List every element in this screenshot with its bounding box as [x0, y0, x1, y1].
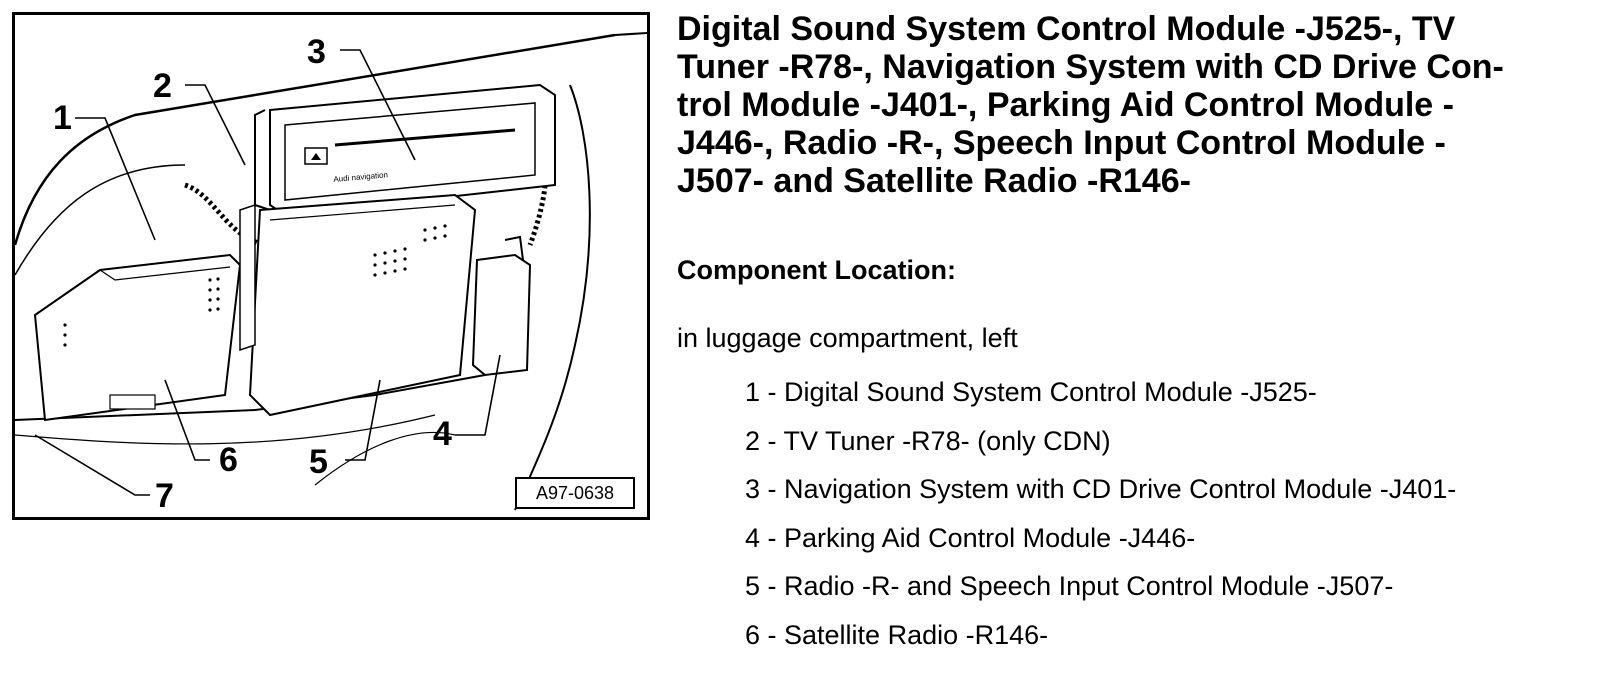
title-line: Tuner -R78-, Navigation System with CD D…: [677, 48, 1504, 86]
page-title: Digital Sound System Control Module -J52…: [677, 10, 1592, 200]
legend-item: 5 - Radio -R- and Speech Input Control M…: [745, 571, 1394, 601]
legend-item: 1 - Digital Sound System Control Module …: [745, 377, 1317, 407]
figure-reference-code: A97-0638: [515, 477, 635, 509]
callout-1: 1: [53, 99, 72, 137]
legend-item: 2 - TV Tuner -R78- (only CDN): [745, 425, 1111, 456]
legend-list: 1 - Digital Sound System Control Module …: [745, 368, 1456, 659]
title-line: trol Module -J401-, Parking Aid Control …: [677, 86, 1454, 124]
callout-3: 3: [307, 33, 326, 71]
title-line: J507- and Satellite Radio -R146-: [677, 162, 1191, 200]
location-text: in luggage compartment, left: [677, 323, 1018, 353]
callout-5: 5: [309, 443, 328, 481]
callout-2: 2: [153, 67, 172, 105]
callout-7: 7: [155, 477, 174, 515]
component-location-figure: 1 2 3 4 5 6 7 Audi navigation A97-0638: [12, 12, 650, 520]
legend-item: 6 - Satellite Radio -R146-: [745, 619, 1049, 650]
component-illustration: [15, 32, 647, 511]
title-line: Digital Sound System Control Module -J52…: [677, 10, 1456, 48]
callout-6: 6: [219, 441, 238, 479]
legend-item: 4 - Parking Aid Control Module -J446-: [745, 522, 1196, 553]
legend-item: 3 - Navigation System with CD Drive Cont…: [745, 474, 1457, 504]
component-location-heading: Component Location:: [677, 255, 956, 285]
callout-4: 4: [433, 415, 452, 453]
title-line: J446-, Radio -R-, Speech Input Control M…: [677, 124, 1446, 162]
